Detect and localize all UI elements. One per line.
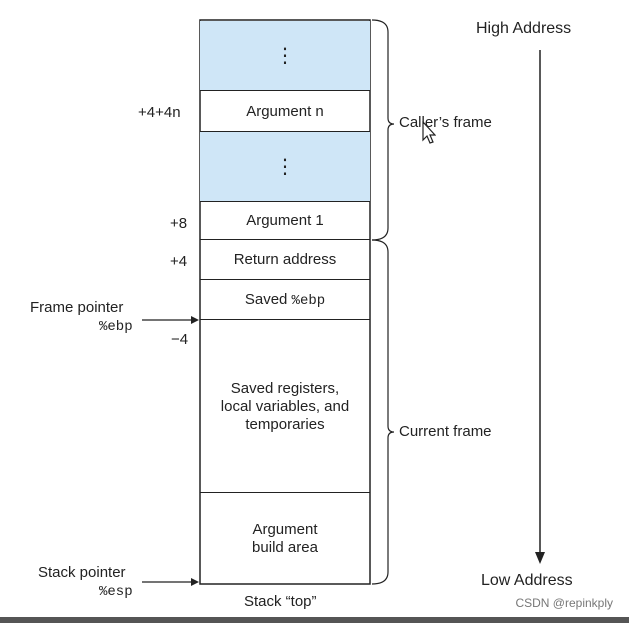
stack-cell-label: Argument build area [252, 520, 318, 556]
stack-cell-label: Return address [233, 251, 337, 268]
stack-pointer-label: Stack pointer [38, 564, 126, 581]
bottom-bar [0, 617, 629, 623]
offset-label-8: +8 [170, 215, 188, 232]
watermark: CSDN @repinkply [515, 596, 613, 610]
callers-frame-label: Caller’s frame [399, 114, 492, 131]
stack-cell-caller-upper: ⋮ [200, 21, 370, 91]
stack-cell-saved-ebp: Saved %ebp [200, 281, 370, 320]
ellipsis-vertical-icon: ⋮ [275, 155, 295, 178]
frame-pointer-register: %ebp [99, 319, 133, 335]
current-frame-brace [371, 239, 395, 585]
offset-label-4: +4 [170, 253, 188, 270]
mouse-cursor-icon [422, 121, 436, 144]
current-frame-label: Current frame [399, 423, 492, 440]
frame-pointer-label: Frame pointer [30, 299, 124, 316]
offset-label-4-4n: +4+4n [138, 104, 181, 121]
stack-cell-label: Argument 1 [246, 211, 324, 229]
stack-outline [199, 19, 371, 585]
stack-cell-label: Saved registers, local variables, and te… [220, 379, 350, 433]
stack-cell-argument-n: Argument n [200, 92, 370, 132]
stack-cell-argument-build-area: Argument build area [200, 494, 370, 583]
stack-cell-argument-1: Argument 1 [200, 202, 370, 240]
ellipsis-vertical-icon: ⋮ [275, 44, 295, 67]
stack-cell-label: Argument n [246, 102, 324, 120]
stack-cell-label: Saved %ebp [244, 290, 326, 309]
offset-label-minus-4: −4 [171, 331, 189, 348]
stack-cell-caller-middle: ⋮ [200, 132, 370, 202]
low-address-label: Low Address [481, 572, 573, 589]
stack-pointer-register: %esp [99, 584, 133, 600]
caller-frame-brace [371, 19, 395, 241]
stack-cell-return-address: Return address [200, 241, 370, 280]
high-address-label: High Address [476, 20, 572, 37]
stack-top-label: Stack “top” [244, 593, 317, 610]
stack-cell-saved-registers: Saved registers, local variables, and te… [200, 321, 370, 493]
